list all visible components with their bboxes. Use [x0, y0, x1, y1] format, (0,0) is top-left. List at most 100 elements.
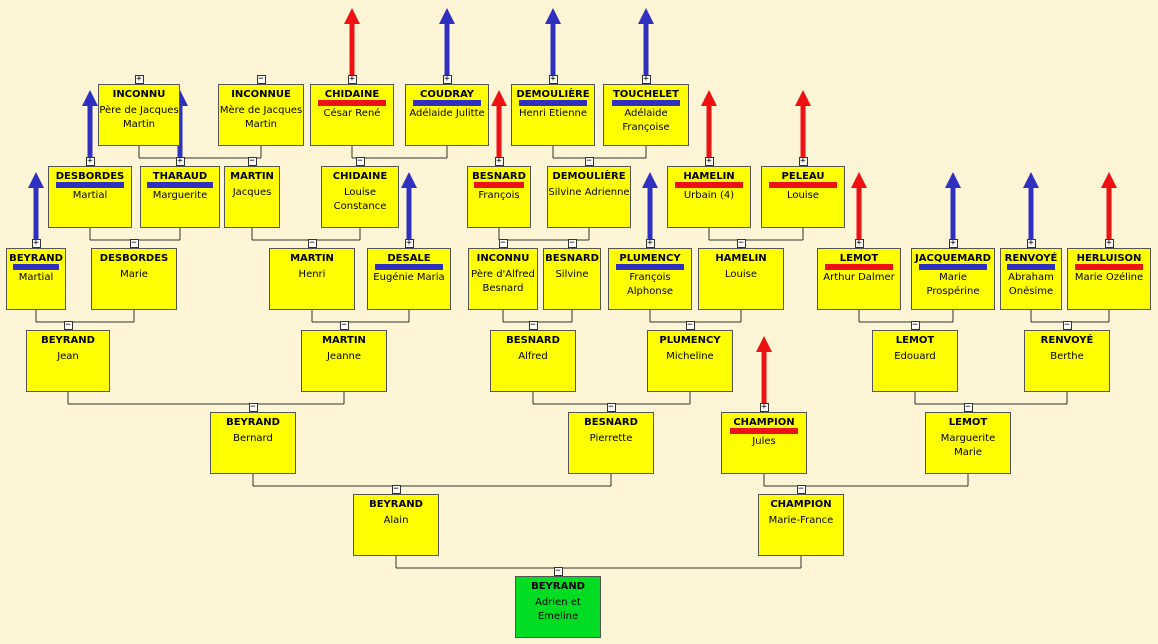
blue-arrow-icon[interactable]: [945, 172, 961, 239]
collapse-toggle[interactable]: −: [63, 320, 73, 330]
person-given-names: Berthe: [1050, 351, 1084, 362]
expand-toggle[interactable]: +: [1026, 238, 1036, 248]
collapse-toggle[interactable]: −: [796, 484, 806, 494]
red-arrow-icon[interactable]: [1101, 172, 1117, 239]
person-given-names: Jean: [57, 351, 79, 362]
expand-toggle[interactable]: +: [404, 238, 414, 248]
collapse-toggle[interactable]: −: [528, 320, 538, 330]
expand-toggle[interactable]: +: [442, 74, 452, 84]
collapse-toggle[interactable]: −: [391, 484, 401, 494]
collapse-toggle[interactable]: −: [606, 402, 616, 412]
blue-arrow-icon[interactable]: [82, 90, 98, 157]
expand-toggle[interactable]: +: [347, 74, 357, 84]
expand-toggle[interactable]: +: [175, 156, 185, 166]
blue-arrow-icon[interactable]: [545, 8, 561, 75]
collapse-toggle[interactable]: −: [736, 238, 746, 248]
person-surname: DEMOULIÈRE: [516, 89, 590, 100]
collapse-toggle[interactable]: −: [498, 238, 508, 248]
red-arrow-icon[interactable]: [491, 90, 507, 157]
expand-toggle[interactable]: +: [759, 402, 769, 412]
collapse-toggle[interactable]: −: [307, 238, 317, 248]
collapse-toggle[interactable]: −: [256, 74, 266, 84]
collapse-toggle[interactable]: −: [963, 402, 973, 412]
blue-arrow-icon[interactable]: [638, 8, 654, 75]
collapse-toggle[interactable]: −: [247, 156, 257, 166]
collapse-toggle[interactable]: −: [584, 156, 594, 166]
expand-toggle[interactable]: +: [134, 74, 144, 84]
collapse-toggle[interactable]: −: [355, 156, 365, 166]
expand-toggle[interactable]: +: [645, 238, 655, 248]
expand-toggle[interactable]: +: [798, 156, 808, 166]
collapse-toggle[interactable]: −: [910, 320, 920, 330]
collapse-toggle[interactable]: −: [339, 320, 349, 330]
collapse-toggle[interactable]: −: [1062, 320, 1072, 330]
expand-toggle[interactable]: +: [854, 238, 864, 248]
expand-toggle[interactable]: +: [85, 156, 95, 166]
person-given-names: François Alphonse: [626, 272, 674, 297]
person-surname: BESNARD: [472, 171, 526, 182]
expand-toggle[interactable]: +: [641, 74, 651, 84]
blue-arrow-icon[interactable]: [401, 172, 417, 239]
expand-toggle[interactable]: +: [31, 238, 41, 248]
red-arrow-icon[interactable]: [344, 8, 360, 75]
collapse-toggle[interactable]: −: [553, 566, 563, 576]
collapse-toggle[interactable]: −: [685, 320, 695, 330]
red-arrow-icon[interactable]: [851, 172, 867, 239]
person-given-names: Marie Prospérine: [926, 272, 980, 297]
blue-arrow-icon[interactable]: [1023, 172, 1039, 239]
blue-arrow-icon[interactable]: [439, 8, 455, 75]
collapse-toggle[interactable]: −: [567, 238, 577, 248]
collapse-toggle[interactable]: −: [129, 238, 139, 248]
collapse-toggle[interactable]: −: [248, 402, 258, 412]
red-arrow-icon[interactable]: [701, 90, 717, 157]
expand-toggle[interactable]: +: [704, 156, 714, 166]
expand-toggle[interactable]: +: [494, 156, 504, 166]
blue-arrow-icon[interactable]: [28, 172, 44, 239]
blue-arrow-icon[interactable]: [642, 172, 658, 239]
red-arrow-icon[interactable]: [795, 90, 811, 157]
expand-toggle[interactable]: +: [948, 238, 958, 248]
red-arrow-icon[interactable]: [756, 336, 772, 403]
expand-toggle[interactable]: +: [548, 74, 558, 84]
expand-toggle[interactable]: +: [1104, 238, 1114, 248]
